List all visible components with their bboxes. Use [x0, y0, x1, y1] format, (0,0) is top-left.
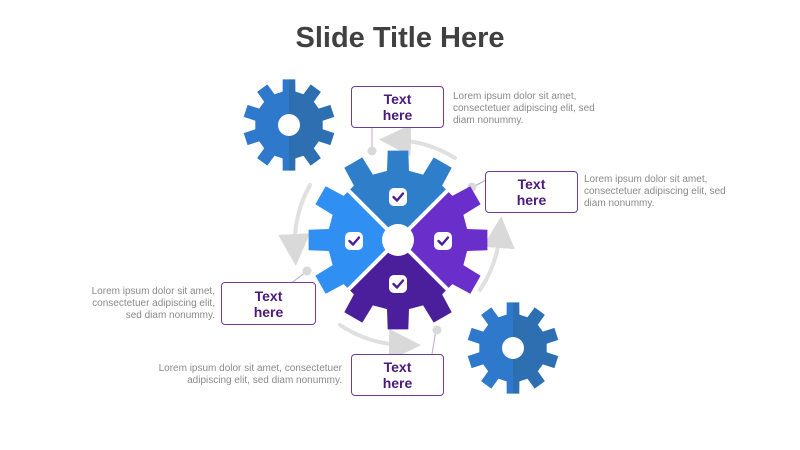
small-gear-top-left [243, 79, 335, 171]
gear-half [467, 302, 513, 394]
description-3: Lorem ipsum dolor sit amet, consectetuer… [91, 286, 215, 321]
gear-half [289, 79, 335, 171]
text-box-2: Text here [485, 171, 578, 213]
gear-hub [502, 337, 524, 359]
description-1: Lorem ipsum dolor sit amet, consectetuer… [453, 91, 595, 126]
check-badge-icon [345, 232, 363, 250]
check-badges [345, 188, 452, 293]
check-badge-icon [434, 232, 452, 250]
text-box-label: Text here [253, 287, 284, 320]
text-box-label: Text here [516, 176, 547, 208]
text-box-3: Text here [221, 282, 316, 325]
connector-dot [302, 266, 312, 276]
check-badge-icon [389, 275, 407, 293]
gear-hub [382, 224, 414, 256]
connector-dot [432, 325, 442, 335]
gear-half [243, 79, 289, 171]
arrow-bottom [338, 323, 421, 361]
connector-dot [367, 146, 377, 156]
arrow-right [478, 216, 515, 292]
text-box-label: Text here [382, 359, 413, 391]
arrow-left [278, 183, 312, 266]
gear-half [513, 302, 559, 394]
text-box-label: Text here [382, 91, 413, 123]
slide-title: Slide Title Here [295, 22, 505, 54]
arrow-top [379, 124, 457, 160]
text-box-4: Text here [351, 354, 444, 396]
central-gear [308, 150, 488, 330]
check-badge-icon [389, 188, 407, 206]
text-box-1: Text here [351, 86, 444, 128]
gear-hub [278, 114, 300, 136]
small-gear-bottom-right [467, 302, 559, 394]
description-4: Lorem ipsum dolor sit amet, consectetuer… [158, 363, 342, 386]
description-2: Lorem ipsum dolor sit amet, consectetuer… [584, 174, 726, 209]
cycle-arrows [278, 124, 515, 361]
